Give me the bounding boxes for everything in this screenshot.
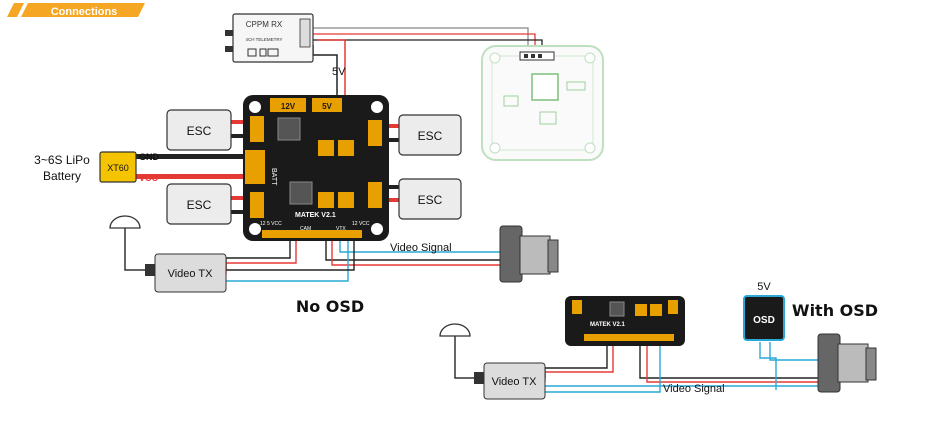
pdb-osd-name: MATEK V2.1 — [590, 322, 626, 328]
osd-module: 5V OSD — [743, 281, 785, 341]
receiver-subtitle: 4CH TELEMETRY — [245, 37, 282, 42]
receiver: CPPM RX 4CH TELEMETRY — [225, 13, 314, 63]
pdb-batt-label: BATT — [270, 168, 277, 186]
esc-label: ESC — [187, 198, 212, 212]
battery-vcc-label: VCC — [139, 173, 159, 183]
caption-no-osd: No OSD — [296, 297, 364, 316]
video-tx-main: Video TX — [154, 253, 227, 293]
flight-controller — [481, 45, 604, 161]
battery-connector: XT60 — [107, 163, 129, 173]
video-signal-label-osd: Video Signal — [663, 383, 725, 395]
video-tx-osd: Video TX — [483, 362, 546, 400]
video-tx-label: Video TX — [492, 376, 538, 388]
video-signal-label-main: Video Signal — [390, 242, 452, 254]
pdb-pads-right: 12 VCC — [352, 221, 370, 227]
esc-top-right: ESC — [398, 114, 462, 156]
camera-osd — [817, 333, 877, 393]
battery-vcc-wire — [100, 174, 245, 179]
vtx-antenna-main — [109, 215, 155, 276]
pdb-main: 12V 5V BATT MATEK V2.1 12 5 VCC CAM VTX … — [243, 95, 389, 241]
header-title: Connections — [51, 6, 118, 18]
esc-label: ESC — [418, 129, 443, 143]
header-banner: Connections — [7, 3, 145, 18]
receiver-title: CPPM RX — [246, 20, 283, 29]
no-osd-video-wires — [225, 232, 500, 282]
esc-bottom-right: ESC — [398, 178, 462, 220]
esc-top-left: ESC — [166, 109, 232, 151]
video-tx-label: Video TX — [168, 268, 214, 280]
pdb-pads-left: 12 5 VCC — [260, 221, 282, 227]
pdb-pads-vtx: VTX — [336, 226, 346, 232]
battery-gnd-wire — [100, 154, 245, 159]
osd-power-label: 5V — [757, 281, 771, 293]
pdb-rail-5v: 5V — [322, 102, 332, 111]
battery-gnd-label: GND — [139, 152, 160, 162]
battery-label-line2: Battery — [43, 169, 81, 183]
pdb-name: MATEK V2.1 — [295, 212, 336, 219]
battery: 3~6S LiPo Battery XT60 GND VCC — [34, 151, 160, 183]
pdb-rail-12v: 12V — [281, 102, 296, 111]
pdb-pads-cam: CAM — [300, 226, 311, 232]
battery-label-line1: 3~6S LiPo — [34, 153, 90, 167]
pdb-osd: MATEK V2.1 — [565, 296, 685, 346]
power-5v-label: 5V — [332, 66, 346, 78]
vtx-antenna-osd — [439, 323, 484, 384]
osd-label: OSD — [753, 315, 775, 326]
esc-label: ESC — [187, 124, 212, 138]
esc-label: ESC — [418, 193, 443, 207]
with-osd-video-wires — [544, 342, 820, 393]
esc-bottom-left: ESC — [166, 183, 232, 225]
caption-with-osd: With OSD — [792, 301, 878, 320]
camera-main — [499, 225, 559, 283]
